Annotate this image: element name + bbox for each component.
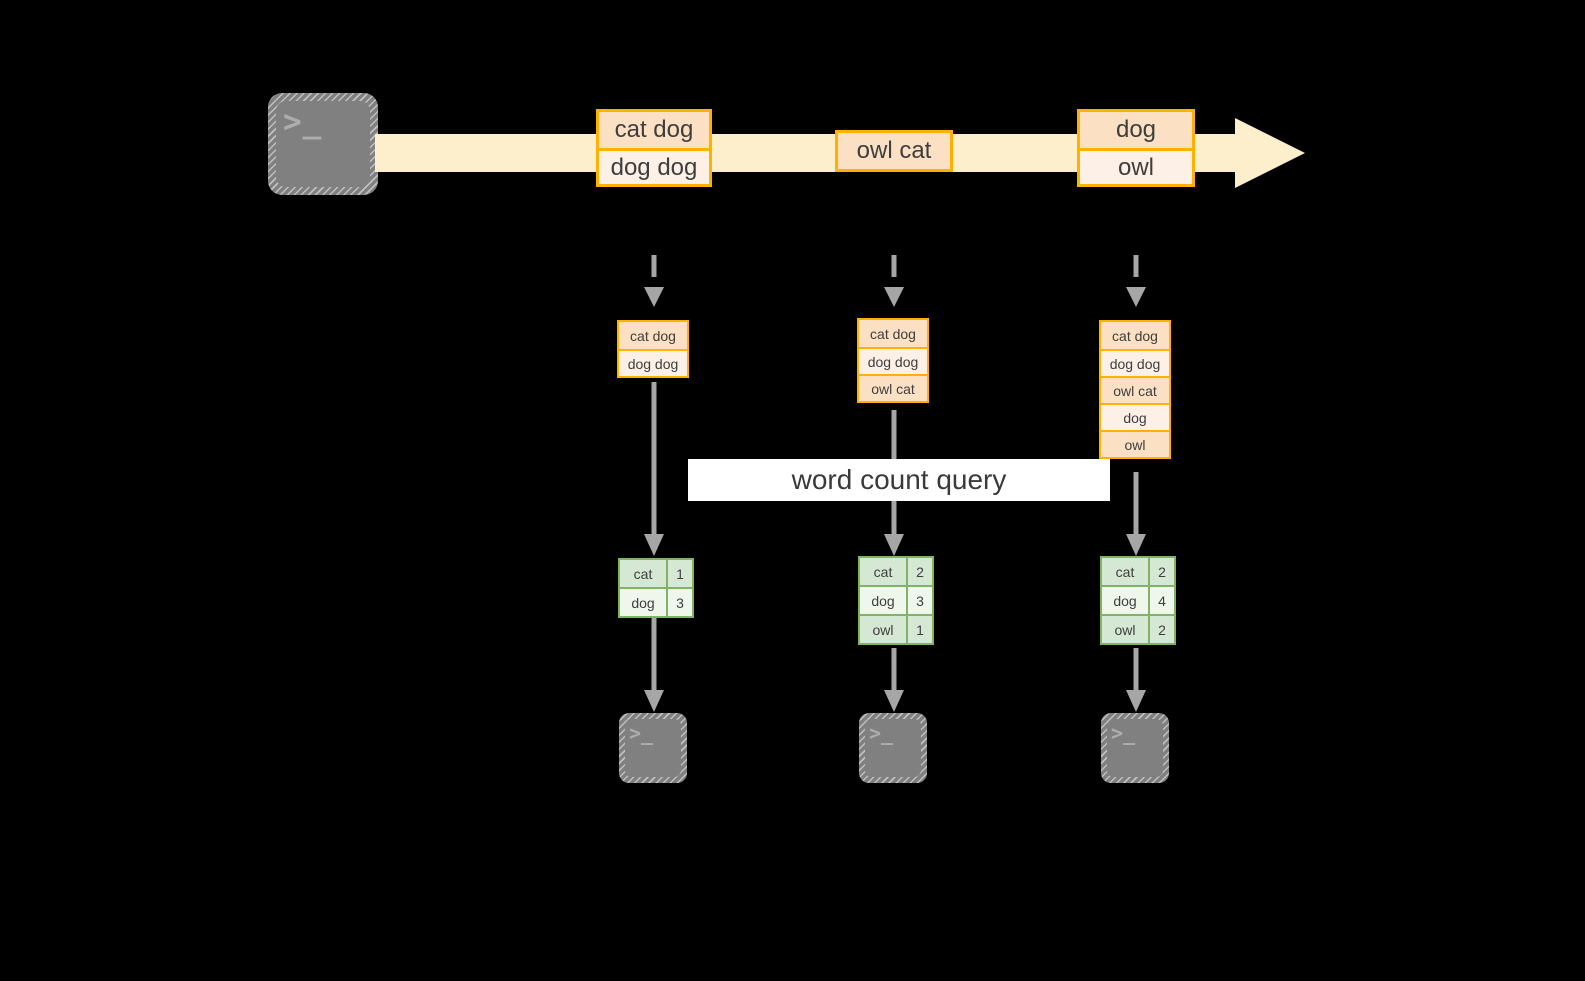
batch-1-sink-terminal-icon: >_ xyxy=(619,713,687,783)
input-row: owl cat xyxy=(1101,376,1169,403)
source-terminal-icon: >_ xyxy=(268,93,378,195)
result-word: owl xyxy=(1102,616,1148,643)
input-row: dog dog xyxy=(1101,349,1169,376)
input-row: dog dog xyxy=(859,347,927,374)
query-label: word count query xyxy=(688,459,1110,501)
table-row: dog 3 xyxy=(860,585,932,614)
trigger-connector-1 xyxy=(640,255,668,315)
result-word: dog xyxy=(860,587,906,614)
table-row: cat 2 xyxy=(860,558,932,585)
terminal-prompt-glyph: >_ xyxy=(1111,721,1136,745)
stream-event-3[interactable]: dog owl xyxy=(1077,109,1195,187)
result-count: 2 xyxy=(906,558,932,585)
table-row: dog 4 xyxy=(1102,585,1174,614)
batch-3-sink-terminal-icon: >_ xyxy=(1101,713,1169,783)
table-row: owl 1 xyxy=(860,614,932,643)
result-count: 1 xyxy=(906,616,932,643)
table-row: cat 1 xyxy=(620,560,692,587)
stream-event-line: dog xyxy=(1080,112,1192,148)
stream-event-line: dog dog xyxy=(599,148,709,184)
batch-1-input-table[interactable]: cat dog dog dog xyxy=(617,320,689,378)
result-word: dog xyxy=(1102,587,1148,614)
result-word: cat xyxy=(1102,558,1148,585)
batch-3-result-table[interactable]: cat 2 dog 4 owl 2 xyxy=(1100,556,1176,645)
terminal-prompt-glyph: >_ xyxy=(629,721,654,745)
batch-2-sink-connector xyxy=(880,648,908,716)
batch-2-input-table[interactable]: cat dog dog dog owl cat xyxy=(857,318,929,403)
terminal-screen xyxy=(625,719,681,777)
batch-3-sink-connector xyxy=(1122,648,1150,716)
batch-3-query-connector xyxy=(1122,472,1150,560)
result-word: cat xyxy=(620,560,666,587)
result-count: 3 xyxy=(666,589,692,616)
result-word: cat xyxy=(860,558,906,585)
input-row: cat dog xyxy=(619,322,687,349)
terminal-screen xyxy=(1107,719,1163,777)
stream-event-line: cat dog xyxy=(599,112,709,148)
terminal-prompt-glyph: >_ xyxy=(283,104,323,140)
batch-1-result-table[interactable]: cat 1 dog 3 xyxy=(618,558,694,618)
result-word: dog xyxy=(620,589,666,616)
stream-event-line: owl cat xyxy=(838,133,950,169)
result-count: 3 xyxy=(906,587,932,614)
batch-2-result-table[interactable]: cat 2 dog 3 owl 1 xyxy=(858,556,934,645)
batch-1-sink-connector xyxy=(640,618,668,716)
terminal-screen xyxy=(865,719,921,777)
stream-event-2[interactable]: owl cat xyxy=(835,130,953,172)
trigger-connector-3 xyxy=(1122,255,1150,315)
result-count: 2 xyxy=(1148,558,1174,585)
input-row: owl cat xyxy=(859,374,927,401)
result-count: 4 xyxy=(1148,587,1174,614)
batch-3-input-table[interactable]: cat dog dog dog owl cat dog owl xyxy=(1099,320,1171,459)
stream-event-1[interactable]: cat dog dog dog xyxy=(596,109,712,187)
table-row: owl 2 xyxy=(1102,614,1174,643)
terminal-prompt-glyph: >_ xyxy=(869,721,894,745)
input-row: dog xyxy=(1101,403,1169,430)
input-row: cat dog xyxy=(859,320,927,347)
result-word: owl xyxy=(860,616,906,643)
table-row: cat 2 xyxy=(1102,558,1174,585)
stream-event-line: owl xyxy=(1080,148,1192,184)
input-row: cat dog xyxy=(1101,322,1169,349)
terminal-screen xyxy=(276,101,370,187)
trigger-connector-2 xyxy=(880,255,908,315)
input-row: dog dog xyxy=(619,349,687,376)
result-count: 2 xyxy=(1148,616,1174,643)
table-row: dog 3 xyxy=(620,587,692,616)
batch-1-query-connector xyxy=(640,382,668,560)
batch-2-sink-terminal-icon: >_ xyxy=(859,713,927,783)
input-row: owl xyxy=(1101,430,1169,457)
result-count: 1 xyxy=(666,560,692,587)
